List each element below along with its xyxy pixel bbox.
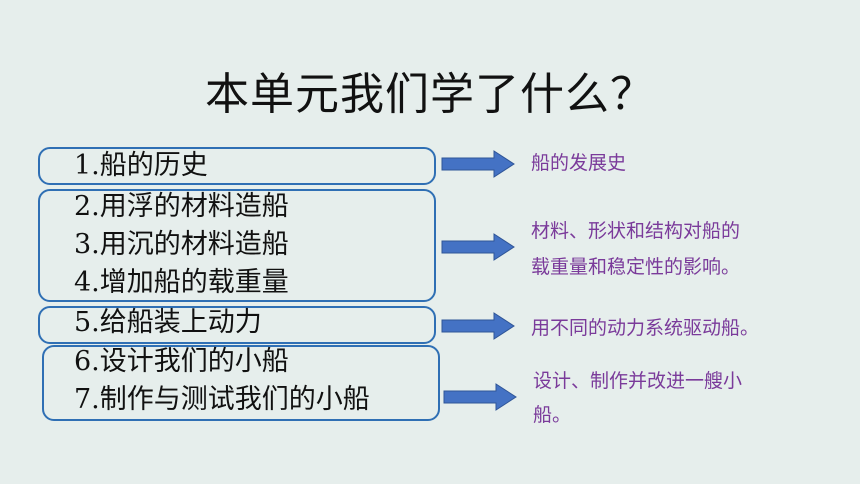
group-box-history — [38, 147, 436, 185]
note-design-line1: 设计、制作并改进一艘小 — [533, 370, 743, 392]
group-box-power — [38, 306, 436, 344]
note-materials-line1: 材料、形状和结构对船的 — [531, 220, 741, 242]
note-materials-line2: 载重量和稳定性的影响。 — [531, 256, 741, 278]
note-history: 船的发展史 — [531, 152, 627, 174]
arrow-right-icon — [443, 383, 517, 411]
group-box-design — [42, 345, 440, 421]
note-design-line2: 船。 — [533, 404, 572, 426]
lesson-2: 2.用浮的材料造船 — [74, 191, 289, 222]
group-box-materials — [38, 189, 436, 302]
lesson-5: 5.给船装上动力 — [74, 307, 262, 338]
lesson-3: 3.用沉的材料造船 — [74, 229, 289, 260]
lesson-1: 1.船的历史 — [74, 150, 208, 181]
arrow-right-icon — [441, 150, 515, 178]
arrow-right-icon — [441, 312, 515, 340]
lesson-7: 7.制作与测试我们的小船 — [74, 384, 370, 415]
lesson-6: 6.设计我们的小船 — [74, 346, 289, 377]
lesson-4: 4.增加船的载重量 — [74, 267, 289, 298]
arrow-right-icon — [441, 233, 515, 261]
note-power: 用不同的动力系统驱动船。 — [531, 317, 760, 339]
slide-title: 本单元我们学了什么？ — [205, 69, 655, 120]
